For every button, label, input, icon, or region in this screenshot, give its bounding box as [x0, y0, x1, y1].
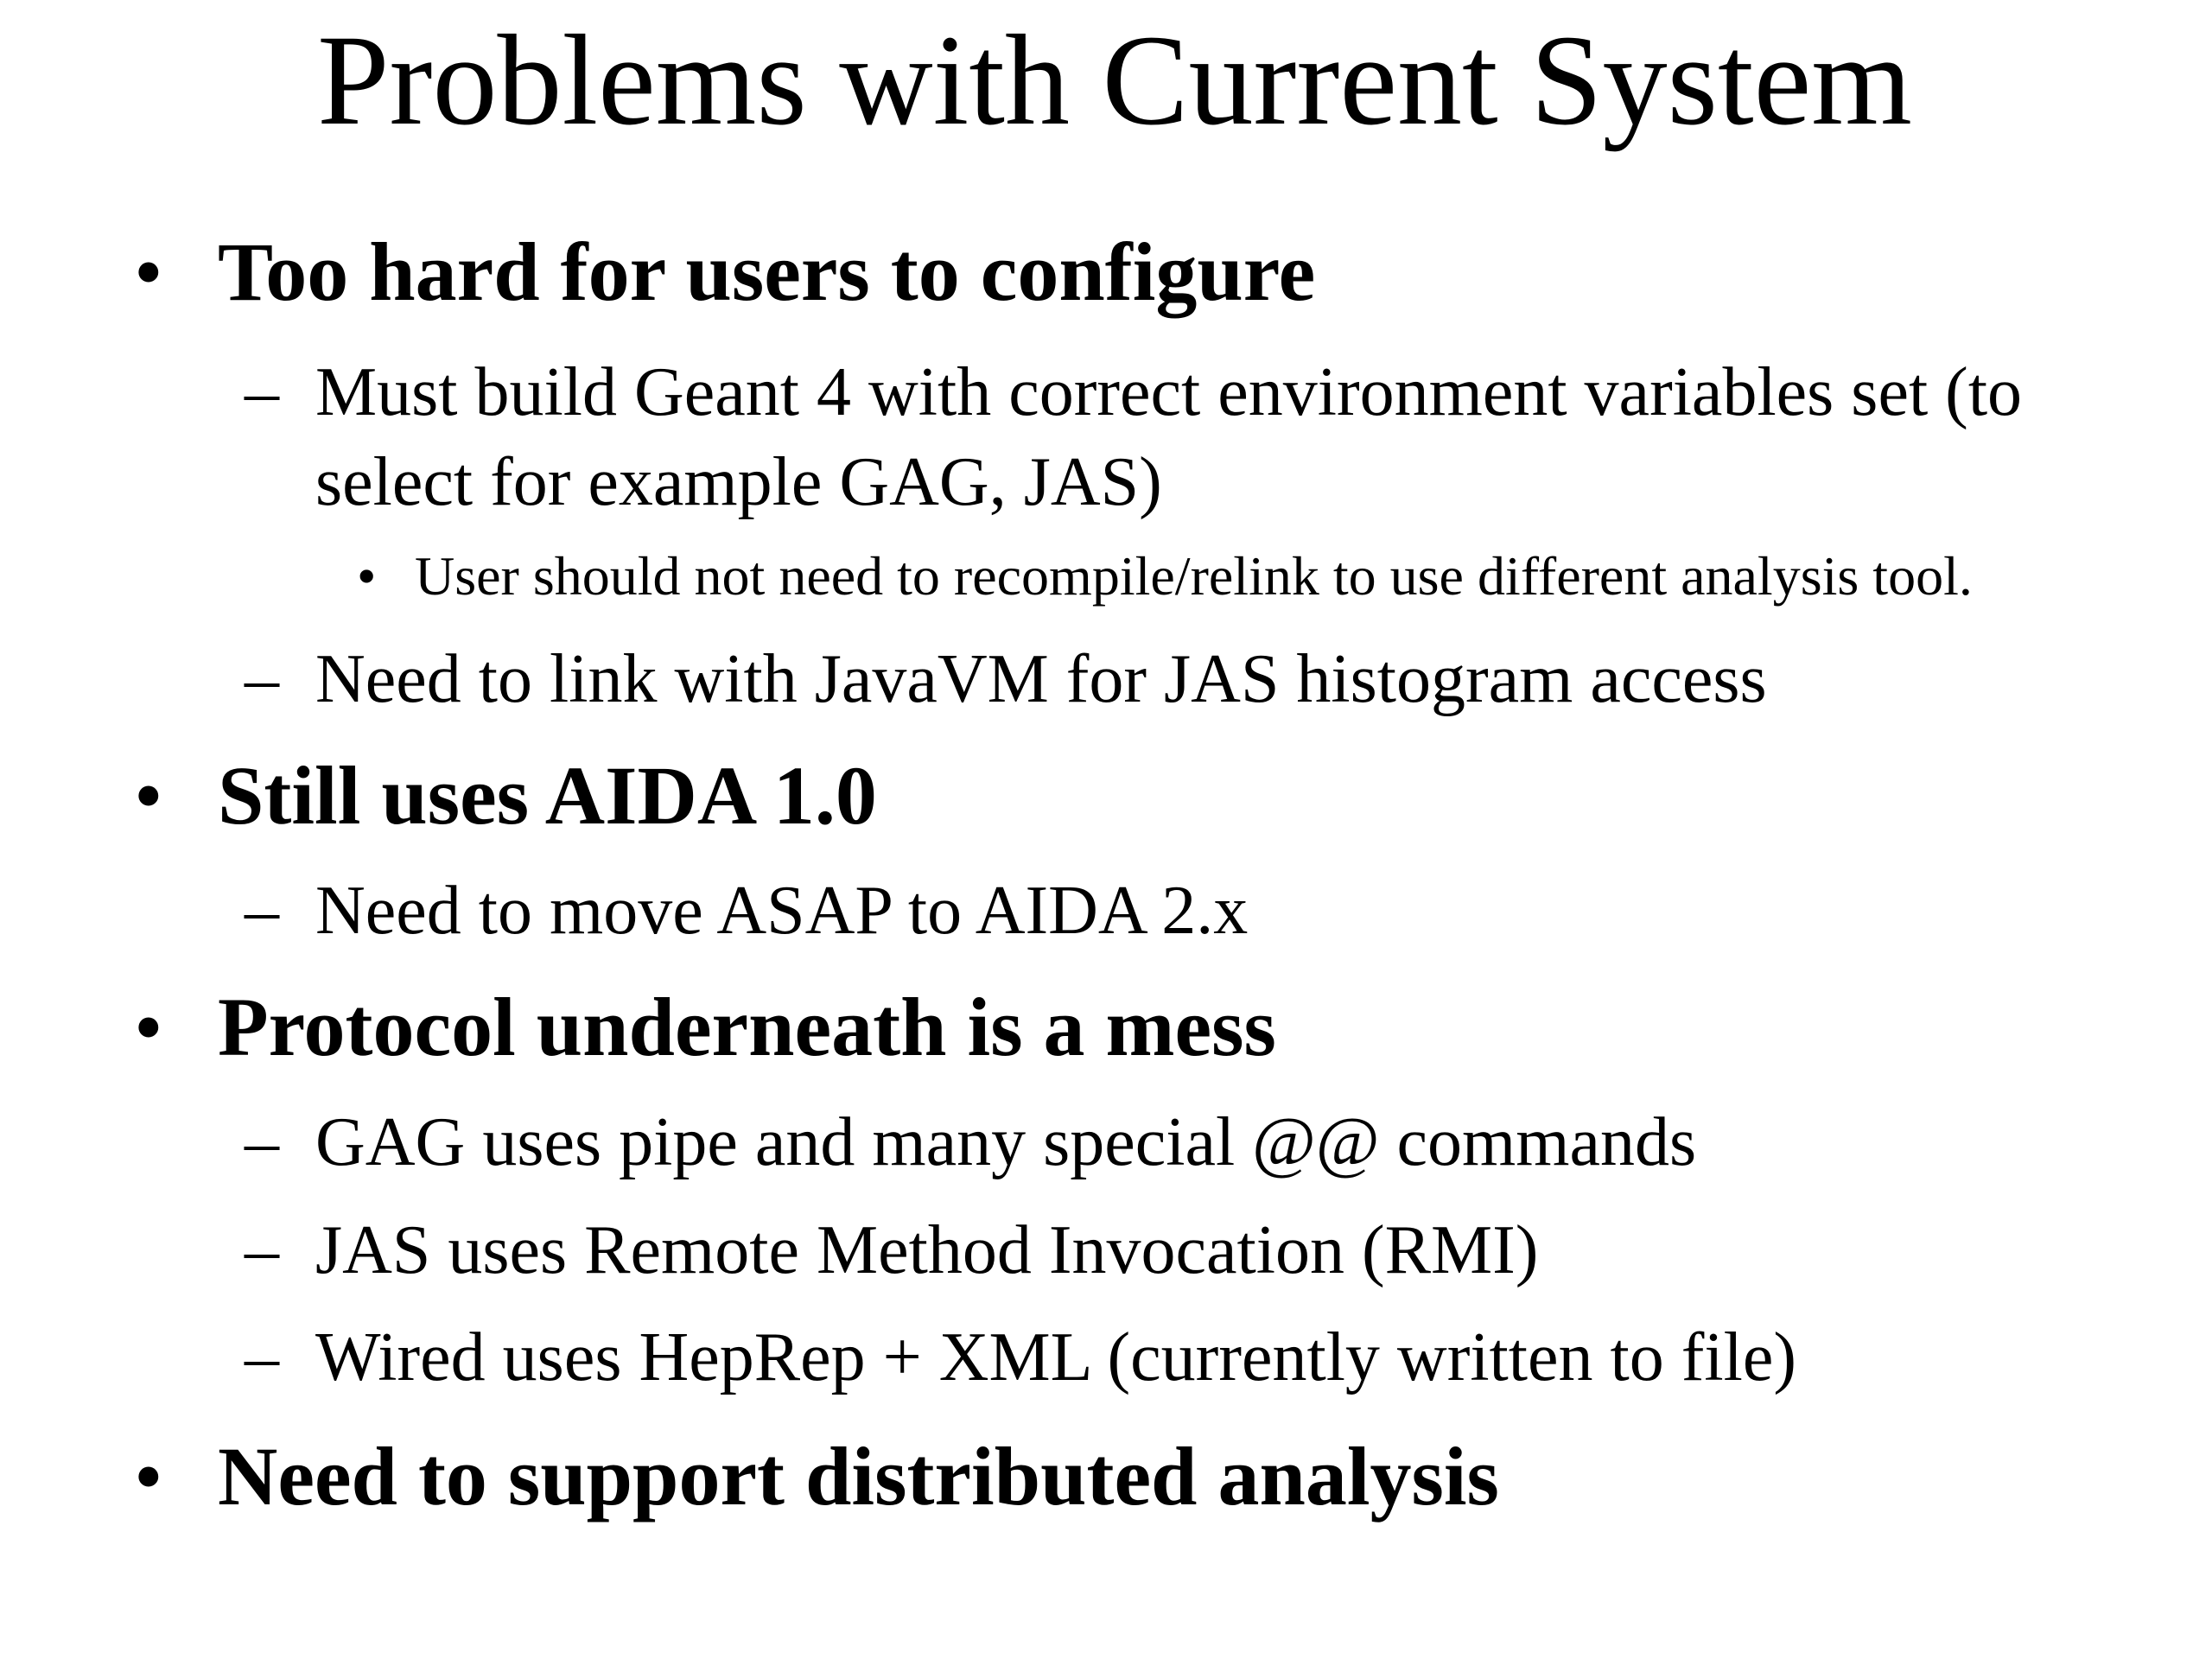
dash-text-line-2: select for example GAG, JAS): [315, 444, 1162, 520]
dash-marker: –: [245, 1104, 279, 1180]
dash-marker: –: [245, 1319, 279, 1395]
bullet-marker: •: [134, 981, 163, 1073]
sub-bullet-marker: •: [357, 545, 377, 607]
bullet-marker: •: [134, 226, 163, 318]
slide-title: Problems with Current System: [317, 9, 1912, 152]
bullet-marker: •: [134, 749, 163, 842]
sub-bullet-text: User should not need to recompile/relink…: [415, 545, 1973, 607]
dash-marker: –: [245, 873, 279, 949]
dash-text: GAG uses pipe and many special @@ comman…: [315, 1104, 1697, 1180]
dash-text: Need to link with JavaVM for JAS histogr…: [315, 641, 1767, 717]
bullet-text: Still uses AIDA 1.0: [218, 749, 877, 842]
dash-text: JAS uses Remote Method Invocation (RMI): [315, 1212, 1539, 1288]
dash-text-line-1: Must build Geant 4 with correct environm…: [315, 354, 2023, 430]
bullet-marker: •: [134, 1430, 163, 1522]
dash-text: Wired uses HepRep + XML (currently writt…: [315, 1319, 1796, 1395]
bullet-text: Too hard for users to configure: [218, 226, 1316, 318]
bullet-text: Need to support distributed analysis: [218, 1430, 1499, 1522]
bullet-text: Protocol underneath is a mess: [218, 981, 1276, 1073]
dash-marker: –: [245, 641, 279, 717]
dash-marker: –: [245, 354, 279, 430]
dash-marker: –: [245, 1212, 279, 1288]
dash-text: Need to move ASAP to AIDA 2.x: [315, 873, 1249, 949]
